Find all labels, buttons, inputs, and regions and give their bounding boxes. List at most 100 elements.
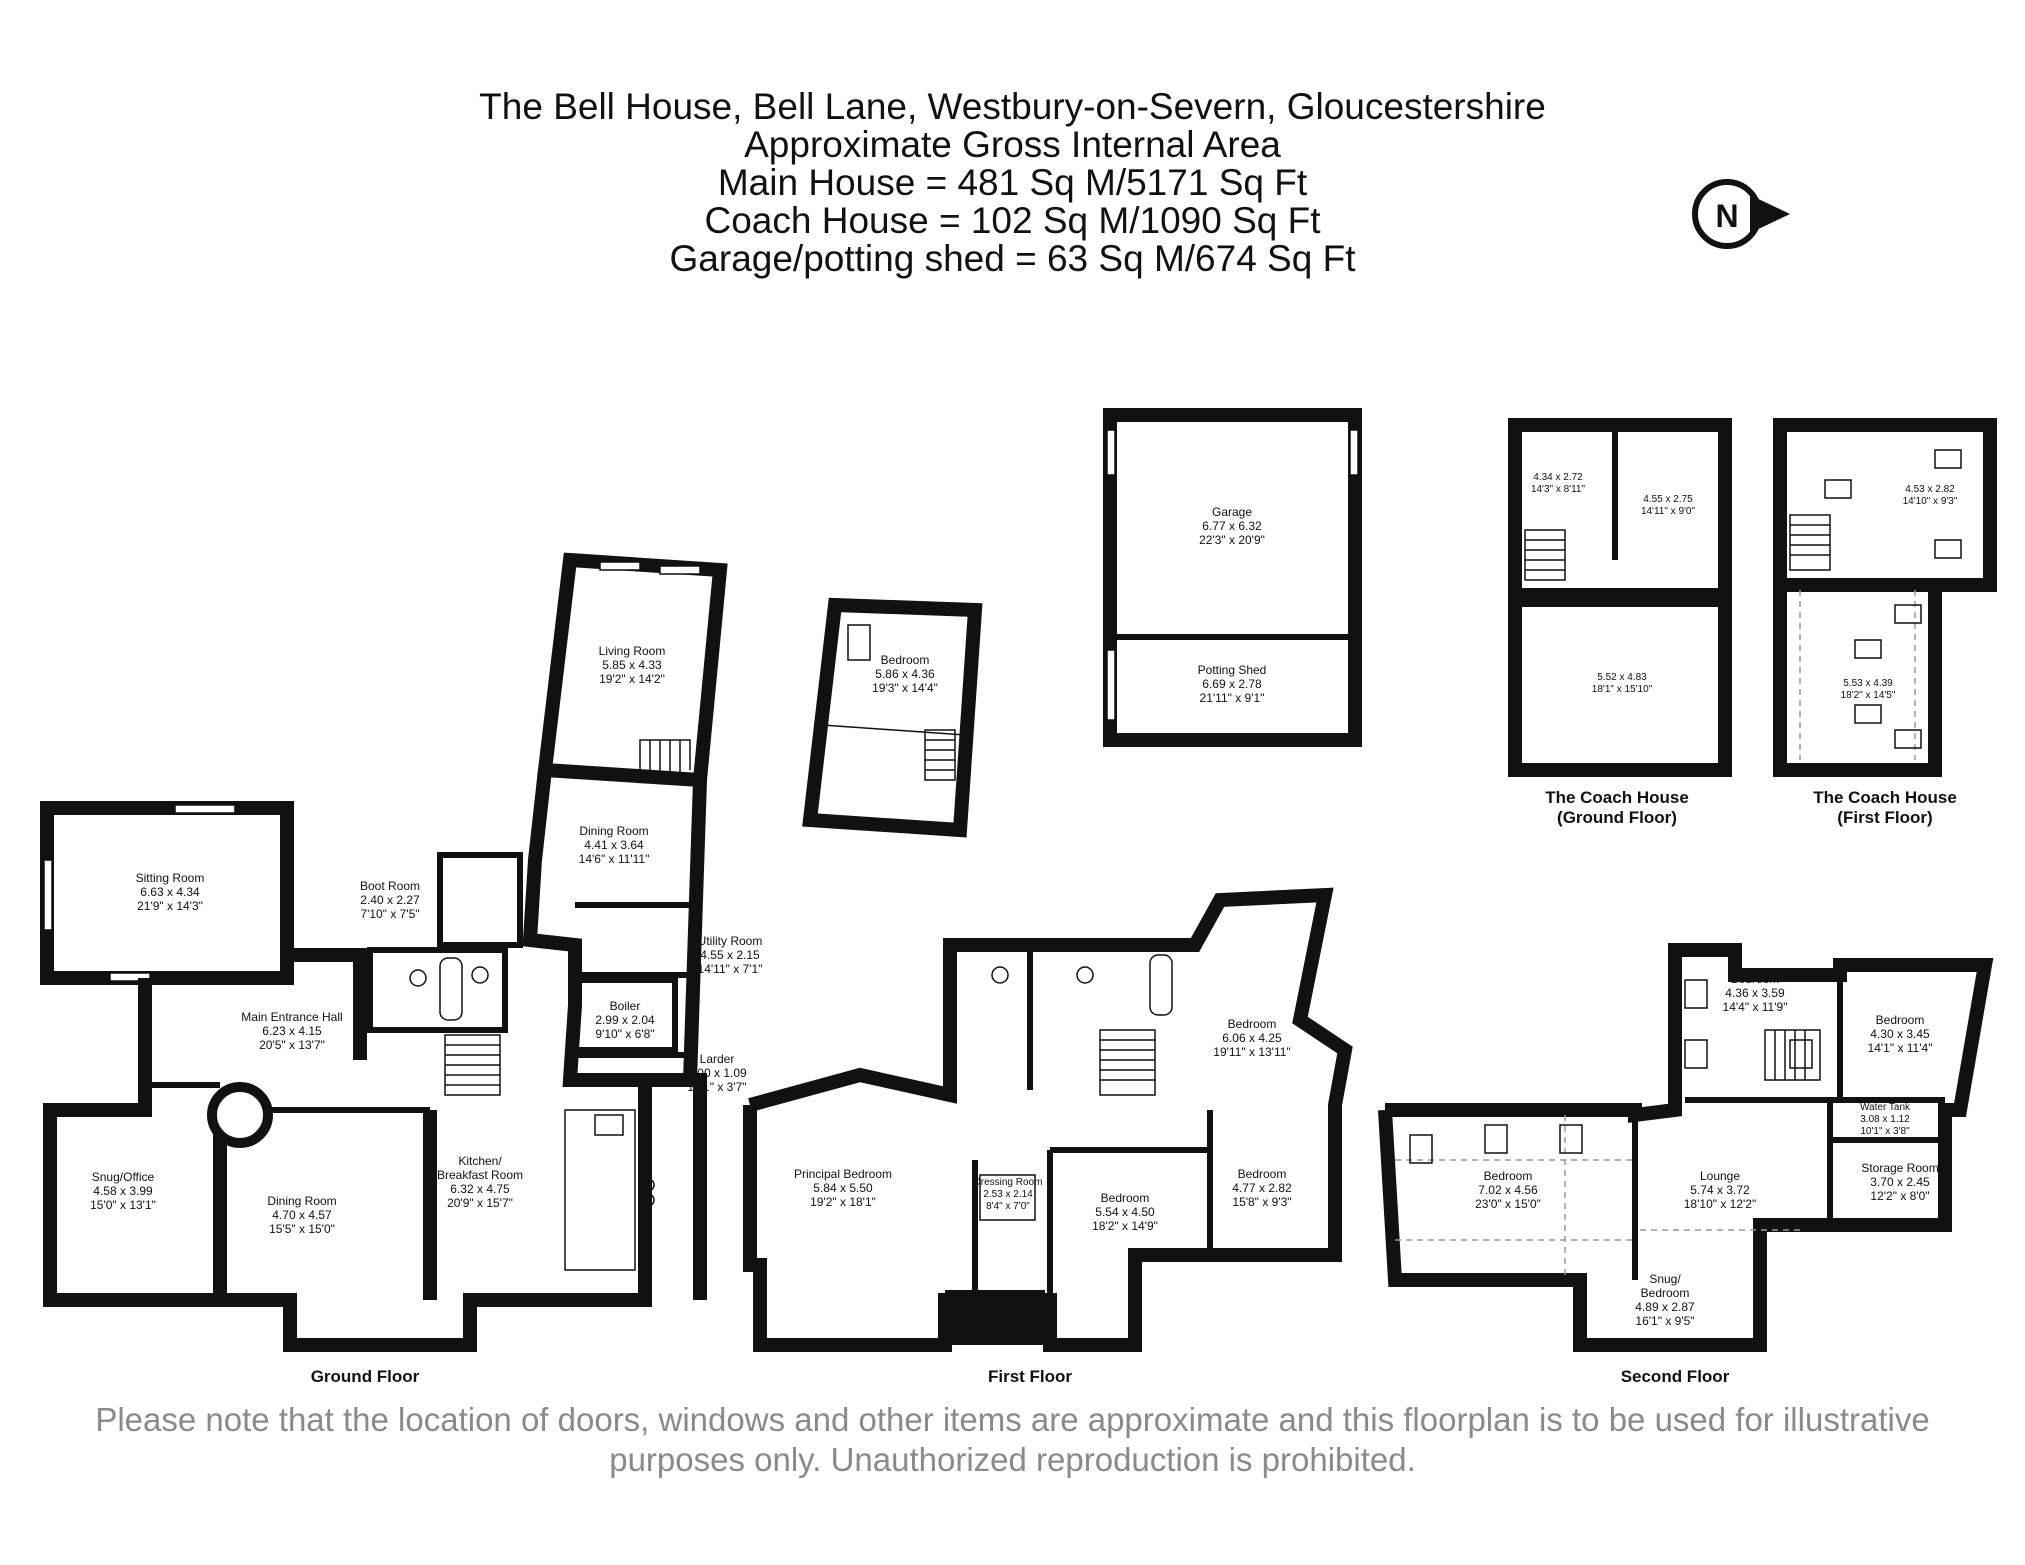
svg-text:Principal Bedroom: Principal Bedroom (794, 1167, 892, 1181)
lounge-label: Lounge 5.74 x 3.72 18'10" x 12'2" (1684, 1169, 1757, 1211)
second-floor-plan: Bedroom 4.36 x 3.59 14'4" x 11'9" Bedroo… (1378, 943, 1994, 1386)
svg-text:19'2" x 18'1": 19'2" x 18'1" (810, 1195, 876, 1209)
coach-ground-title: The Coach House (1545, 788, 1689, 807)
first-bedroom-top-label: Bedroom 6.06 x 4.25 19'11" x 13'11" (1213, 1017, 1290, 1059)
svg-text:Bedroom: Bedroom (881, 653, 930, 667)
svg-text:Boiler: Boiler (610, 999, 641, 1013)
dining-room-lower-label: Dining Room 4.70 x 4.57 15'5" x 15'0" (267, 1194, 336, 1236)
svg-text:4.55 x 2.75: 4.55 x 2.75 (1643, 494, 1693, 505)
svg-text:22'3" x 20'9": 22'3" x 20'9" (1199, 533, 1265, 547)
coach-first-stair (1789, 514, 1831, 571)
svg-text:6.06 x 4.25: 6.06 x 4.25 (1222, 1031, 1282, 1045)
svg-text:Breakfast Room: Breakfast Room (437, 1168, 523, 1182)
svg-text:4.30 x 3.45: 4.30 x 3.45 (1870, 1027, 1930, 1041)
svg-text:3.70 x 2.45: 3.70 x 2.45 (1870, 1175, 1930, 1189)
coach-ground-stair (1524, 529, 1566, 581)
storage-room-label: Storage Room 3.70 x 2.45 12'2" x 8'0" (1861, 1161, 1938, 1203)
svg-text:4.55 x 2.15: 4.55 x 2.15 (700, 948, 760, 962)
annex-walls (802, 597, 983, 838)
svg-text:2.53 x 2.14: 2.53 x 2.14 (983, 1189, 1033, 1200)
skylight-icon (1559, 1124, 1583, 1154)
svg-text:15'0" x 13'1": 15'0" x 13'1" (90, 1198, 156, 1212)
svg-text:Sitting Room: Sitting Room (136, 871, 205, 885)
svg-text:6.23 x 4.15: 6.23 x 4.15 (262, 1024, 322, 1038)
bath-icon (1149, 954, 1173, 1016)
stair-void (945, 1290, 1045, 1345)
svg-text:Garage: Garage (1212, 505, 1252, 519)
larder-label: Larder 4.00 x 1.09 13'1" x 3'7" (687, 1052, 747, 1094)
svg-text:5.52 x 4.83: 5.52 x 4.83 (1597, 672, 1647, 683)
toilet-icon (991, 966, 1009, 984)
dressing-room-label: Dressing Room 2.53 x 2.14 8'4" x 7'0" (974, 1177, 1043, 1212)
skylight-icon (847, 624, 871, 661)
second-bedroom-top-label: Bedroom 4.36 x 3.59 14'4" x 11'9" (1723, 972, 1788, 1014)
svg-text:Utility Room: Utility Room (698, 934, 763, 948)
skylight-icon (1934, 449, 1962, 469)
svg-text:4.36 x 3.59: 4.36 x 3.59 (1725, 986, 1785, 1000)
svg-text:15'5" x 15'0": 15'5" x 15'0" (269, 1222, 335, 1236)
skylight-icon (1894, 729, 1922, 749)
property-title: The Bell House, Bell Lane, Westbury-on-S… (479, 86, 1546, 127)
first-bedroom-right-label: Bedroom 4.77 x 2.82 15'8" x 9'3" (1232, 1167, 1292, 1209)
svg-text:19'2" x 14'2": 19'2" x 14'2" (599, 672, 665, 686)
svg-text:Living Room: Living Room (599, 644, 666, 658)
utility-room-label: Utility Room 4.55 x 2.15 14'11" x 7'1" (698, 934, 763, 976)
svg-text:23'0" x 15'0": 23'0" x 15'0" (1475, 1197, 1541, 1211)
svg-text:Lounge: Lounge (1700, 1169, 1740, 1183)
svg-text:4.41 x 3.64: 4.41 x 3.64 (584, 838, 644, 852)
garage-label: Garage 6.77 x 6.32 22'3" x 20'9" (1199, 505, 1265, 547)
svg-text:Bedroom: Bedroom (1101, 1191, 1150, 1205)
toilet-icon (1076, 966, 1094, 984)
first-floor-label: First Floor (988, 1367, 1072, 1386)
dining-room-upper-label: Dining Room 4.41 x 3.64 14'6" x 11'11" (579, 824, 650, 866)
main-entrance-hall-label: Main Entrance Hall 6.23 x 4.15 20'5" x 1… (241, 1010, 342, 1052)
svg-text:4.53 x 2.82: 4.53 x 2.82 (1905, 484, 1955, 495)
first-floor-stair (1099, 1029, 1156, 1096)
svg-text:5.84 x 5.50: 5.84 x 5.50 (813, 1181, 873, 1195)
svg-text:Bedroom: Bedroom (1641, 1286, 1690, 1300)
svg-text:20'9" x 15'7": 20'9" x 15'7" (447, 1196, 513, 1210)
skylight-icon (1854, 704, 1882, 724)
window (1106, 649, 1116, 721)
skylight-icon (1409, 1134, 1433, 1164)
ground-floor-label: Ground Floor (311, 1367, 420, 1386)
svg-text:Water Tank: Water Tank (1860, 1102, 1911, 1113)
window (43, 859, 53, 931)
dressing-room-walls (979, 1174, 1036, 1221)
principal-bedroom-label: Principal Bedroom 5.84 x 5.50 19'2" x 18… (794, 1167, 892, 1209)
window (1349, 429, 1359, 476)
garage-walls (1103, 408, 1362, 747)
svg-text:2.40 x 2.27: 2.40 x 2.27 (360, 893, 420, 907)
svg-text:14'10" x 9'3": 14'10" x 9'3" (1903, 496, 1958, 507)
coach-ground-room2-label: 4.55 x 2.75 14'11" x 9'0" (1641, 494, 1696, 517)
svg-text:18'10" x 12'2": 18'10" x 12'2" (1684, 1197, 1757, 1211)
annex-stair (924, 729, 956, 781)
svg-text:Dining Room: Dining Room (267, 1194, 336, 1208)
svg-text:4.70 x 4.57: 4.70 x 4.57 (272, 1208, 332, 1222)
svg-text:21'9" x 14'3": 21'9" x 14'3" (137, 899, 203, 913)
svg-text:Dressing Room: Dressing Room (974, 1177, 1043, 1188)
coach-house-ground-plan: 4.34 x 2.72 14'3" x 8'11" 4.55 x 2.75 14… (1508, 418, 1732, 827)
bathroom-walls (367, 947, 508, 1033)
sitting-room-label: Sitting Room 6.63 x 4.34 21'9" x 14'3" (136, 871, 205, 913)
svg-text:Bedroom: Bedroom (1484, 1169, 1533, 1183)
svg-text:19'11" x 13'11": 19'11" x 13'11" (1213, 1045, 1290, 1059)
svg-text:Snug/: Snug/ (1649, 1272, 1681, 1286)
second-snug-label: Snug/ Bedroom 4.89 x 2.87 16'1" x 9'5" (1635, 1272, 1695, 1328)
coach-first-lower-walls (1773, 578, 1942, 777)
coach-first-room1-label: 4.53 x 2.82 14'10" x 9'3" (1903, 484, 1958, 507)
snug-office-label: Snug/Office 4.58 x 3.99 15'0" x 13'1" (90, 1170, 156, 1212)
svg-text:Kitchen/: Kitchen/ (458, 1154, 502, 1168)
coach-house-area: Coach House = 102 Sq M/1090 Sq Ft (704, 200, 1321, 241)
hob-icon (594, 1114, 624, 1136)
svg-text:9'10" x 6'8": 9'10" x 6'8" (595, 1027, 654, 1041)
disclaimer: Please note that the location of doors, … (0, 1400, 2025, 1480)
boiler-label: Boiler 2.99 x 2.04 9'10" x 6'8" (595, 999, 655, 1041)
hall-stair (444, 1034, 501, 1096)
svg-text:3.08 x 1.12: 3.08 x 1.12 (1860, 1114, 1910, 1125)
svg-text:4.89 x 2.87: 4.89 x 2.87 (1635, 1300, 1695, 1314)
coach-ground-room3-label: 5.52 x 4.83 18'1" x 15'10" (1592, 672, 1653, 695)
svg-text:7'10" x 7'5": 7'10" x 7'5" (360, 907, 419, 921)
svg-text:5.54 x 4.50: 5.54 x 4.50 (1095, 1205, 1155, 1219)
